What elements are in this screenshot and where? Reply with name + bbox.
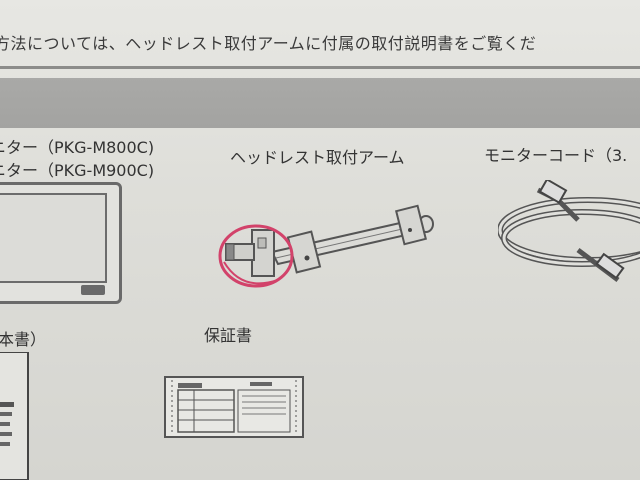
divider	[0, 66, 640, 69]
warranty-card-illustration	[164, 376, 304, 438]
monitor-illustration	[0, 182, 122, 304]
monitor-logo	[81, 285, 105, 295]
red-highlight-circle	[218, 224, 294, 288]
manual-caption: 本書）	[0, 330, 47, 349]
section-header-band	[0, 78, 640, 128]
headrest-arm-illustration	[218, 204, 434, 288]
monitor-caption-m900c: ニター（PKG-M900C)	[0, 161, 155, 180]
monitor-cord-caption: モニターコード（3.	[484, 146, 628, 165]
monitor-cord-illustration	[498, 180, 640, 282]
instruction-text: 方法については、ヘッドレスト取付アームに付属の取付説明書をご覧くだ	[0, 34, 537, 53]
warranty-caption: 保証書	[204, 326, 253, 345]
headrest-arm-caption: ヘッドレスト取付アーム	[230, 148, 405, 167]
manual-booklet-illustration	[0, 352, 29, 480]
monitor-screen	[0, 193, 107, 283]
monitor-caption-m800c: ニター（PKG-M800C)	[0, 138, 155, 157]
